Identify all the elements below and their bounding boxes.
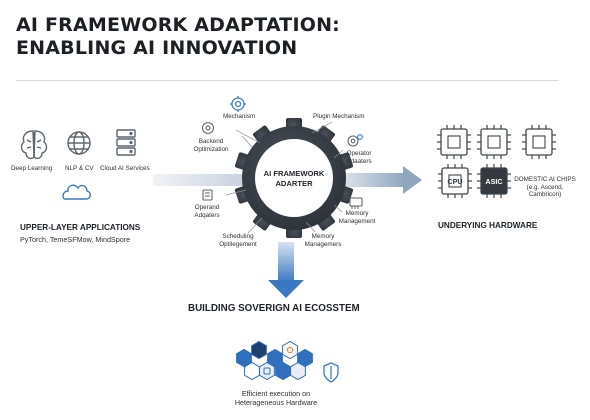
callout-memory-line-2: Management — [338, 217, 376, 225]
domestic-ai-chips: DOMESTIC AI CHIPS (e.g. Ascend, Cambrico… — [510, 176, 580, 199]
shield-icon — [323, 362, 339, 383]
operator-adapters-icon — [347, 134, 363, 147]
mechanism-icon — [230, 96, 246, 112]
callout-memory-managers: Memory Managemers — [298, 233, 348, 248]
label-cloud-ai-services: Cloud AI Services — [100, 165, 150, 172]
brain-icon — [20, 130, 48, 160]
page-title: AI FRAMEWORK ADAPTATION: ENABLING AI INN… — [16, 14, 340, 60]
callout-memory-management: Memory Management — [332, 210, 382, 225]
label-deep-learning: Deep Learning — [11, 165, 53, 172]
title-divider — [16, 80, 559, 81]
caption-line-1: Efficient execution on — [241, 389, 311, 398]
flow-arrow-down — [268, 242, 304, 298]
cpu-chip-icon — [438, 164, 472, 198]
upper-layer-heading: UPPER-LAYER APPLICATIONS — [20, 223, 141, 232]
callout-memmgr-line-1: Memory — [311, 233, 335, 240]
callout-plugin-mechanism: Plugin Mechanism — [313, 113, 365, 120]
asic-chip-icon — [477, 164, 511, 198]
ecosystem-hexagons — [236, 340, 313, 381]
callout-operator-line-2: Adaaters — [346, 157, 372, 165]
ecosystem-heading: BUILDING SOVERIGN AI ECOSSTEM — [188, 303, 360, 314]
ai-framework-adapter-gear — [234, 118, 354, 238]
flow-arrow-left — [153, 174, 243, 186]
callout-mechanism: Mechanism — [223, 113, 256, 120]
label-nlp-cv: NLP & CV — [65, 165, 94, 172]
operand-adapters-icon — [202, 189, 213, 201]
cloud-icon — [62, 184, 91, 200]
callout-scheduling: Scheduling Optilegement — [212, 233, 264, 248]
title-line-1: AI FRAMEWORK ADAPTATION: — [16, 14, 340, 36]
gear-label: AI FRAMEWORK ADARTER — [244, 169, 344, 189]
domestic-line-2: (e.g. Ascend, — [526, 183, 564, 191]
cpu-chip-label: CPU — [447, 177, 463, 186]
ecosystem-caption: Efficient execution on Heterageneous Har… — [228, 389, 324, 407]
callout-operator-line-1: Operator — [346, 150, 372, 157]
title-line-2: ENABLING AI INNOVATION — [16, 37, 298, 59]
globe-icon — [67, 131, 91, 155]
callout-backend-line-1: Backend — [198, 138, 224, 145]
chip-icon-1 — [437, 125, 471, 159]
gear-label-line-2: ADARTER — [275, 179, 313, 188]
callout-operand-line-1: Operand — [194, 204, 220, 211]
gear-label-line-1: AI FRAMEWORK — [263, 169, 325, 178]
callout-scheduling-line-1: Scheduling — [222, 233, 254, 240]
underlying-hardware-heading: UNDERYING HARDWARE — [438, 221, 538, 230]
flow-arrow-right — [345, 166, 422, 194]
callout-operator-adapters: Operator Adaaters — [334, 150, 384, 165]
callout-memory-line-1: Memory — [345, 210, 369, 217]
callout-backend-optimization: Backend Optimization — [186, 138, 236, 153]
chip-icon-3 — [522, 125, 556, 159]
memory-management-icon — [349, 197, 363, 209]
callout-backend-line-2: Optimization — [193, 145, 229, 153]
domestic-line-1: DOMESTIC AI CHIPS — [514, 176, 576, 183]
caption-line-2: Heterageneous Hardware — [234, 398, 318, 407]
server-icon — [116, 129, 136, 156]
backend-optimization-icon — [201, 121, 215, 135]
domestic-line-3: Cambricon) — [528, 191, 562, 199]
upper-layer-subheading: PyTorch, TemeSFMow, MindSpore — [20, 235, 131, 244]
callout-leaders — [225, 121, 344, 234]
chip-icon-2 — [477, 125, 511, 159]
callout-operand-line-2: Adqaters — [194, 211, 220, 219]
asic-chip-label: ASIC — [485, 177, 503, 186]
callout-memmgr-line-2: Managemers — [304, 240, 342, 248]
callout-scheduling-line-2: Optilegement — [219, 240, 257, 248]
callout-operand-adapters: Operand Adqaters — [182, 204, 232, 219]
